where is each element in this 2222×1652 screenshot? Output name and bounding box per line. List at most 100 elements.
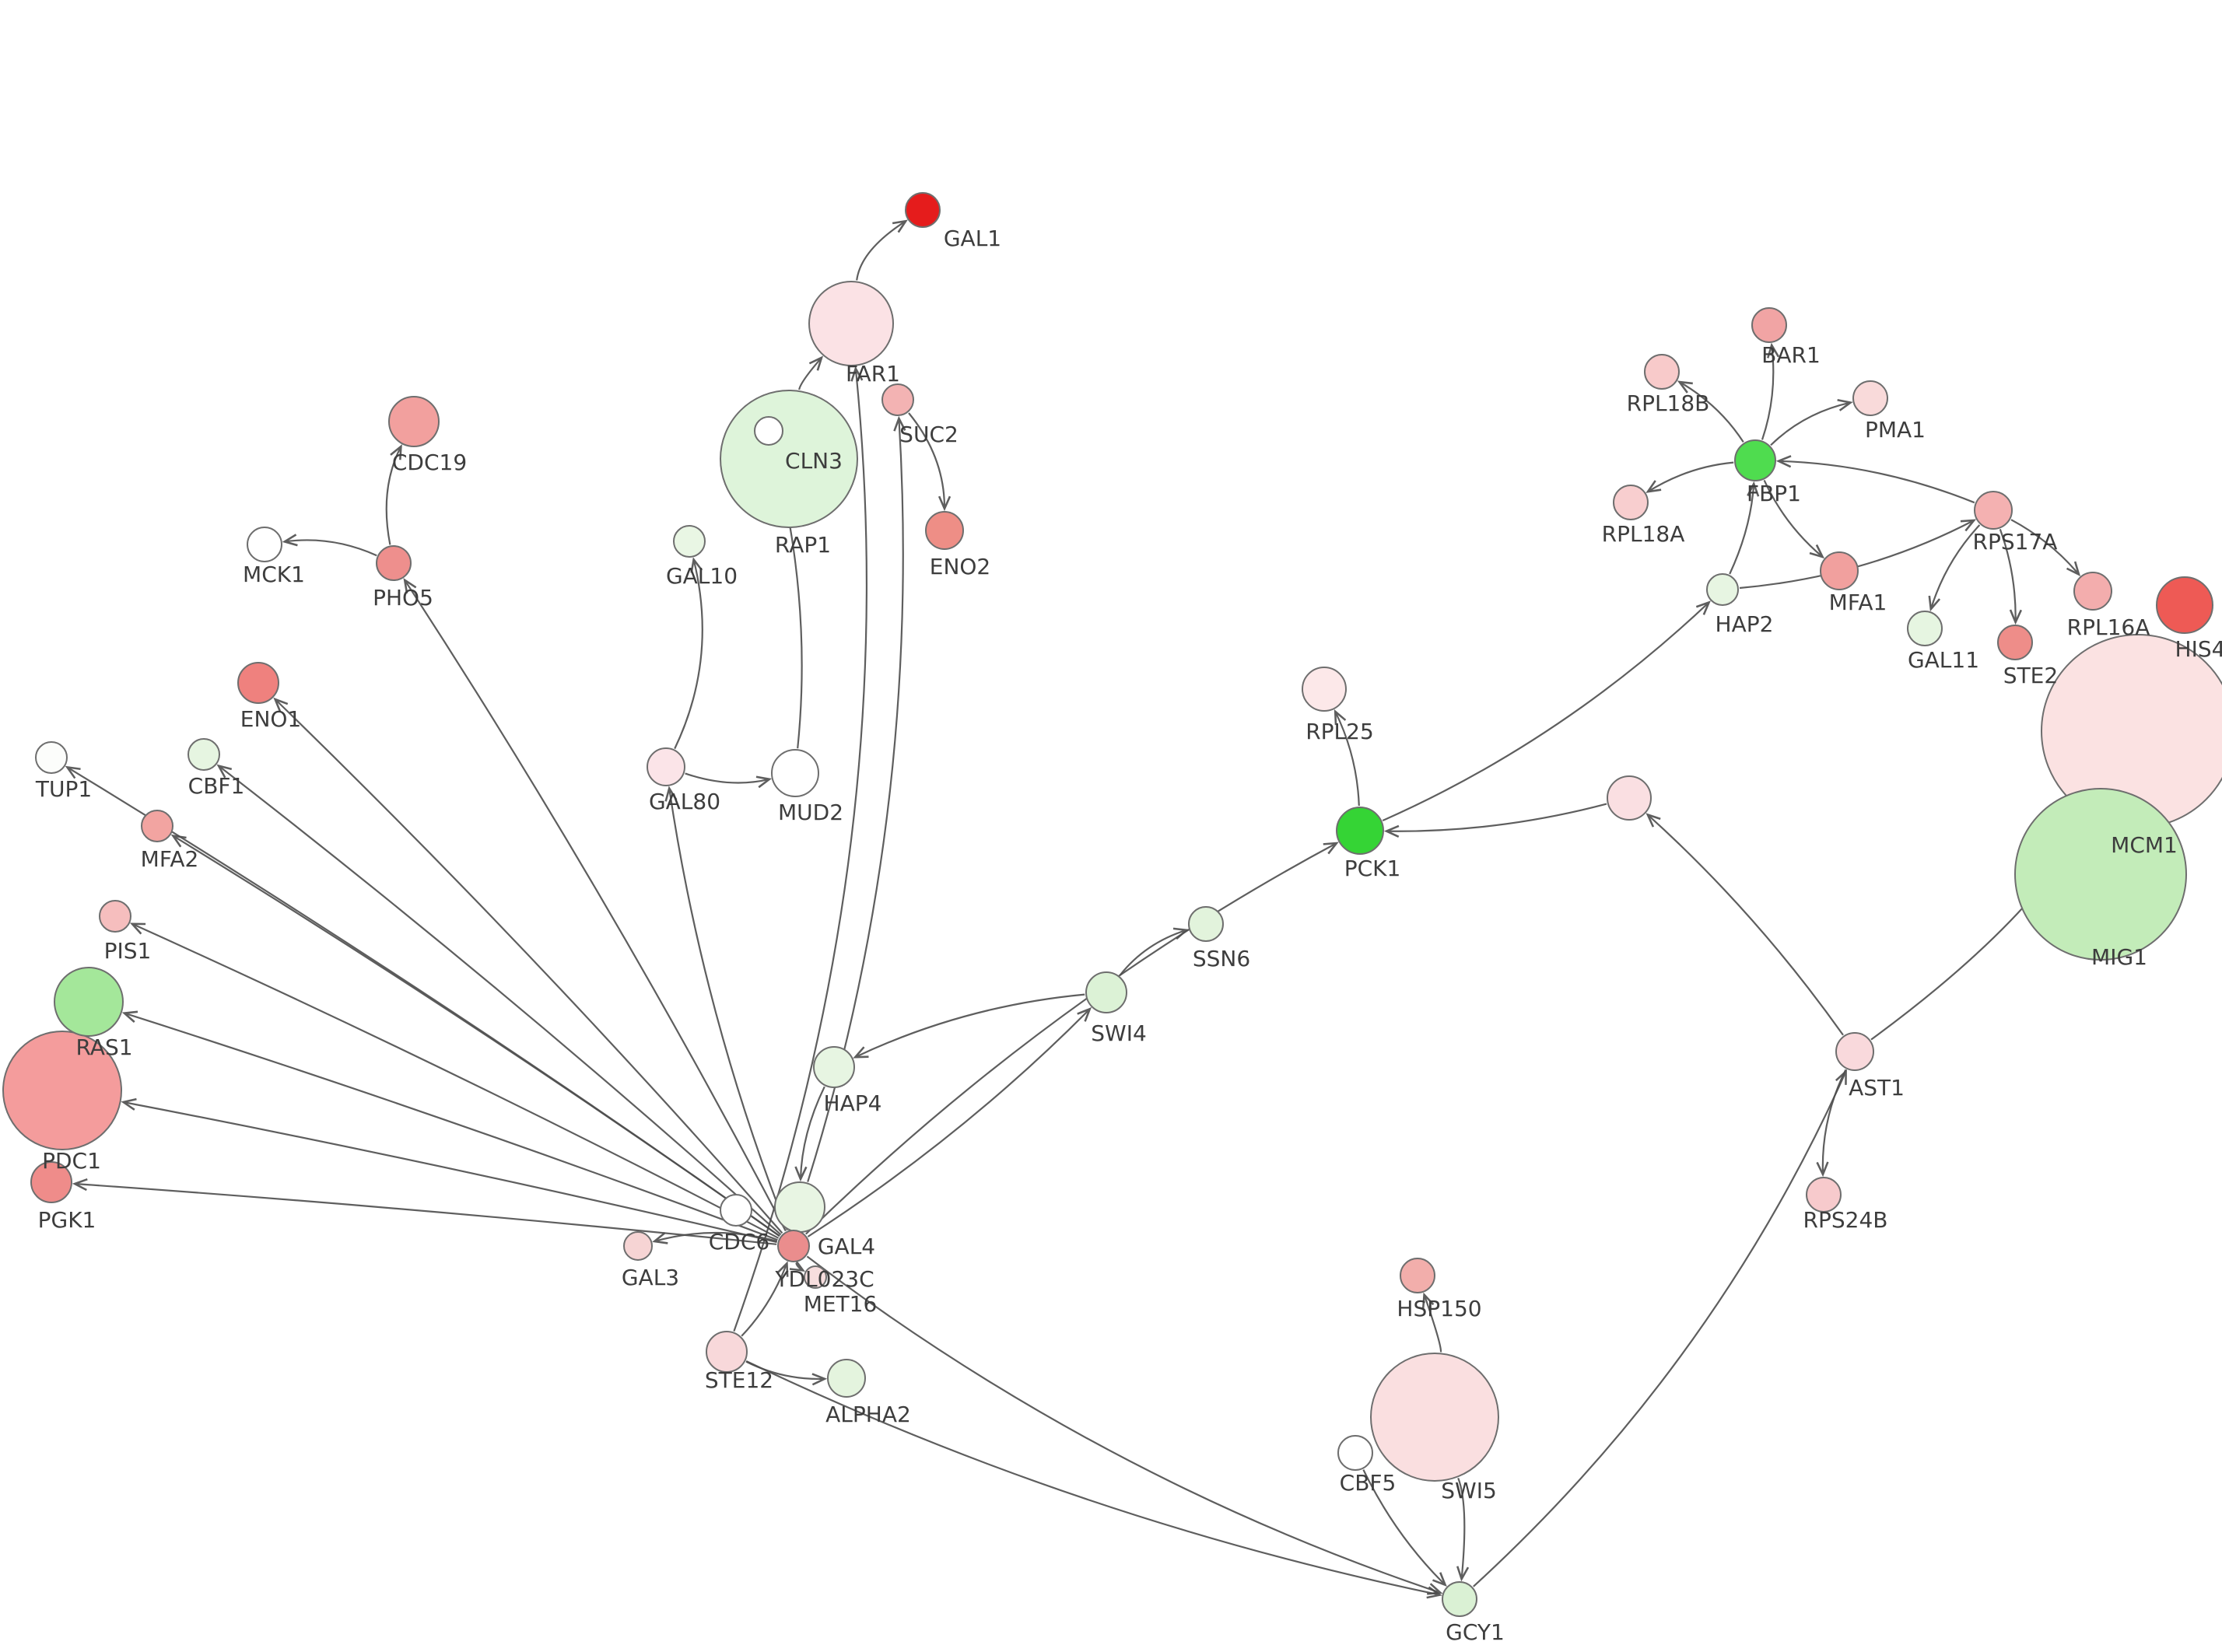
node-label-gal11: GAL11 xyxy=(1908,647,1979,673)
node-label-ssn6: SSN6 xyxy=(1193,946,1250,971)
edge-hap2-rps17a xyxy=(1739,520,1974,590)
edge-ast1-rps24b xyxy=(1823,1069,1847,1174)
node-hsp150[interactable] xyxy=(1400,1258,1435,1293)
edge-suc2-eno2 xyxy=(908,412,945,509)
node-bar1[interactable] xyxy=(1751,307,1787,343)
node-label-mud2: MUD2 xyxy=(778,800,843,825)
node-swi4[interactable] xyxy=(1085,971,1127,1013)
node-rap1[interactable] xyxy=(754,416,783,446)
node-cln3[interactable] xyxy=(720,390,858,528)
edge-swi5-gcy1 xyxy=(1458,1478,1464,1579)
node-gal80[interactable] xyxy=(647,747,685,786)
node-gal10[interactable] xyxy=(673,525,706,558)
nodes-layer xyxy=(2,192,2222,1617)
node-mfa2[interactable] xyxy=(141,810,173,842)
node-his4[interactable] xyxy=(2156,576,2213,634)
node-hap4[interactable] xyxy=(813,1046,855,1088)
node-mck1[interactable] xyxy=(247,527,282,562)
edge-ste12-far1 xyxy=(733,369,868,1332)
edge-gal4-cbf1 xyxy=(219,766,782,1236)
edge-gal4-swi4 xyxy=(807,1009,1089,1237)
node-mud2[interactable] xyxy=(771,749,819,797)
edge-gal4-gal3 xyxy=(654,1231,778,1241)
edge-ste12-alpha2 xyxy=(745,1360,825,1379)
node-pho5[interactable] xyxy=(376,545,412,581)
edge-gal4-mfa2 xyxy=(173,836,780,1237)
edge-far1-gal1 xyxy=(856,221,906,281)
edge-gal4-pdc1 xyxy=(124,1102,777,1244)
edge-hap2-fbp1 xyxy=(1729,484,1754,575)
edge-gal4-pis1 xyxy=(132,924,780,1239)
node-label-ast1: AST1 xyxy=(1849,1075,1905,1101)
edge-gal4-pck1 xyxy=(805,843,1337,1235)
edge-ste12-gcy1 xyxy=(745,1360,1439,1595)
edge-fbp1-bar1 xyxy=(1761,345,1773,440)
node-label-hsp150: HSP150 xyxy=(1397,1296,1481,1321)
node-met16[interactable] xyxy=(804,1265,827,1289)
node-gcy1[interactable] xyxy=(1442,1581,1477,1617)
node-pgk1[interactable] xyxy=(30,1161,72,1203)
node-rpl16a[interactable] xyxy=(2073,572,2112,611)
node-ydl023c[interactable] xyxy=(774,1181,825,1233)
edge-pck1-hap2 xyxy=(1382,602,1709,822)
node-label-rps24b: RPS24B xyxy=(1803,1207,1888,1233)
node-node1[interactable] xyxy=(1607,775,1652,821)
node-label-ste2: STE2 xyxy=(2003,663,2058,688)
node-ste12[interactable] xyxy=(706,1331,748,1373)
node-label-pma1: PMA1 xyxy=(1865,417,1926,443)
node-pma1[interactable] xyxy=(1852,380,1888,416)
node-swi5[interactable] xyxy=(1370,1353,1499,1482)
node-label-pgk1: PGK1 xyxy=(38,1207,96,1233)
node-label-gal10: GAL10 xyxy=(666,563,738,589)
node-far1[interactable] xyxy=(808,281,894,366)
node-cbf1[interactable] xyxy=(188,738,220,771)
node-gal1[interactable] xyxy=(905,192,941,228)
node-label-gal80: GAL80 xyxy=(649,789,720,814)
edge-gal4-met16 xyxy=(796,1263,803,1271)
edge-cln3-far1 xyxy=(798,358,822,390)
node-mfa1[interactable] xyxy=(1820,551,1859,590)
edge-pho5-cdc19 xyxy=(385,446,401,545)
node-pis1[interactable] xyxy=(99,900,131,933)
node-suc2[interactable] xyxy=(881,383,914,416)
node-pck1[interactable] xyxy=(1336,807,1384,855)
node-cbf5[interactable] xyxy=(1337,1435,1373,1471)
node-label-swi5: SWI5 xyxy=(1441,1478,1497,1503)
node-pdc1[interactable] xyxy=(2,1031,122,1150)
edge-ste12-gal4 xyxy=(741,1263,787,1337)
node-rps17a[interactable] xyxy=(1974,491,2013,530)
node-label-bar1: BAR1 xyxy=(1761,342,1821,368)
node-alpha2[interactable] xyxy=(827,1359,866,1398)
node-gal3[interactable] xyxy=(623,1231,653,1261)
node-eno1[interactable] xyxy=(237,662,279,704)
node-ssn6[interactable] xyxy=(1188,906,1224,942)
node-hap2[interactable] xyxy=(1706,573,1739,606)
node-gal11[interactable] xyxy=(1907,611,1943,646)
edge-gal4-pgk1 xyxy=(75,1184,777,1245)
node-rpl18b[interactable] xyxy=(1644,354,1680,390)
edge-pho5-mck1 xyxy=(285,540,377,557)
node-label-pis1: PIS1 xyxy=(104,938,152,964)
node-rpl25[interactable] xyxy=(1302,667,1347,712)
node-cdc6[interactable] xyxy=(720,1194,752,1227)
node-ast1[interactable] xyxy=(1835,1032,1874,1071)
node-label-gal1: GAL1 xyxy=(944,226,1001,251)
node-label-hap2: HAP2 xyxy=(1716,611,1774,637)
node-ras1[interactable] xyxy=(54,967,124,1037)
node-label-mfa2: MFA2 xyxy=(141,846,199,872)
node-eno2[interactable] xyxy=(925,511,964,550)
node-tup1[interactable] xyxy=(35,741,68,774)
node-cdc19[interactable] xyxy=(388,396,440,447)
node-rps24b[interactable] xyxy=(1806,1177,1842,1213)
node-rpl18a[interactable] xyxy=(1613,485,1649,520)
node-mig1[interactable] xyxy=(2014,788,2187,961)
node-label-pho5: PHO5 xyxy=(373,585,433,611)
node-fbp1[interactable] xyxy=(1734,439,1776,481)
node-label-eno2: ENO2 xyxy=(930,554,991,579)
node-gal4[interactable] xyxy=(777,1230,810,1262)
node-label-cbf1: CBF1 xyxy=(188,773,245,799)
node-label-swi4: SWI4 xyxy=(1091,1020,1147,1046)
node-ste2[interactable] xyxy=(1997,625,2033,660)
node-label-gcy1: GCY1 xyxy=(1446,1619,1505,1645)
